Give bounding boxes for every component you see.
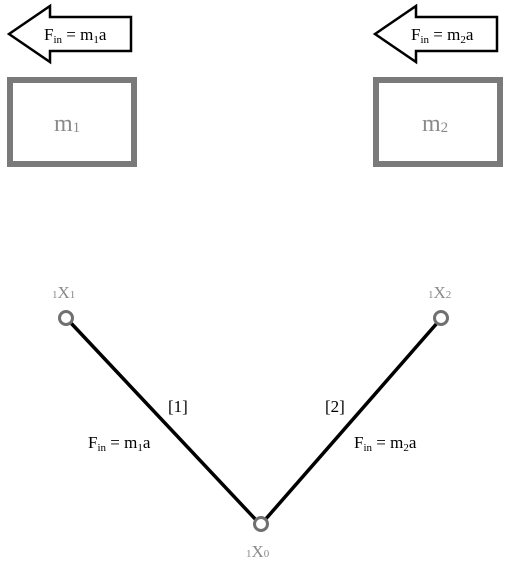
arrow-label-2: Fin = m2a	[411, 25, 474, 46]
node-x0	[253, 516, 269, 532]
mass-label-2: m2	[422, 111, 448, 137]
member-force-label-2: Fin = m2a	[354, 433, 417, 454]
node-label-x0: 1X0	[246, 542, 270, 561]
arrow-label-1: Fin = m1a	[44, 25, 107, 46]
member-1-line	[68, 320, 259, 523]
arrow-shape-left-2	[372, 3, 499, 65]
member-force-label-1: Fin = m1a	[88, 433, 151, 454]
arrow-shape-left-1	[6, 3, 133, 65]
node-x1	[58, 310, 74, 326]
member-2-line	[262, 320, 440, 523]
node-label-x1: 1X1	[52, 283, 75, 302]
node-x2	[433, 310, 449, 326]
mass-box-2: m2	[373, 77, 503, 167]
member-id-1: [1]	[168, 397, 188, 416]
mass-label-1: m1	[54, 111, 80, 137]
force-arrow-2: Fin = m2a	[372, 3, 499, 65]
mass-frame-2	[373, 77, 503, 167]
node-label-x2: 1X2	[428, 283, 451, 302]
mass-frame-1	[7, 77, 137, 167]
mass-box-1: m1	[7, 77, 137, 167]
force-arrow-1: Fin = m1a	[6, 3, 133, 65]
member-id-2: [2]	[325, 397, 345, 416]
